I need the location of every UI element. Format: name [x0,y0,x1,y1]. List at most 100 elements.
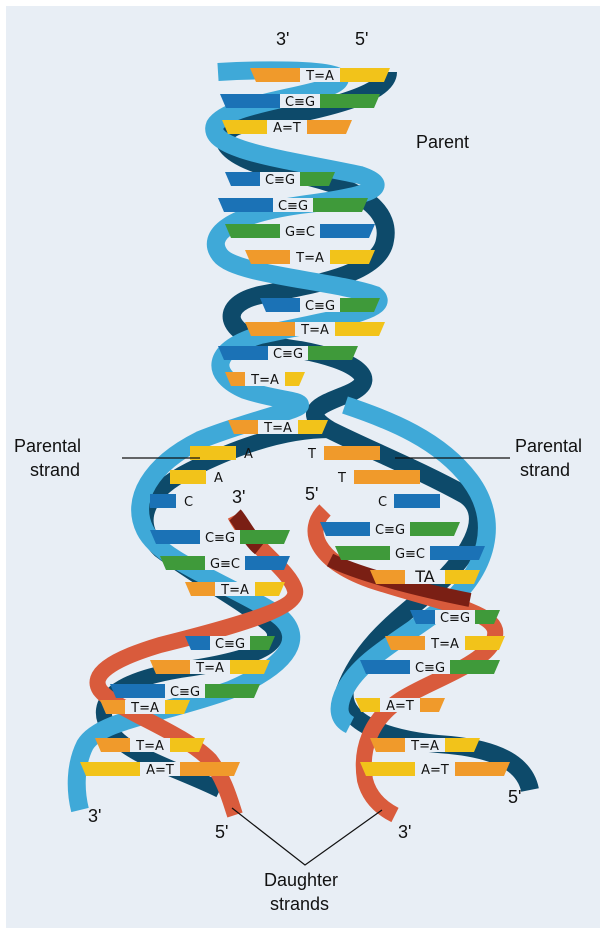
right-daughter-pair-7-label: T=A [410,739,439,754]
fork-left-base-0: A [190,446,253,462]
fork-unpaired-bases: AA C T T C [150,446,440,510]
right-daughter-pair-5-label: C≡G [415,661,445,676]
labels: 3' 5' Parent Parental strand Parental st… [14,29,582,914]
parent-pair-0-label: T=A [305,69,334,84]
right-daughter-pair-3-label: C≡G [440,611,470,626]
left-daughter-pair-0-label: C≡G [205,531,235,546]
fork-right-base-2: C [378,494,440,510]
parent-pair-5-label: G≡C [285,225,315,240]
left-daughter-pair-4-label: T=A [195,661,224,676]
parent-pair-4-label: C≡G [278,199,308,214]
right-daughter-pair-6-label: A=T [386,699,414,714]
left-daughter-pair-7-label: T=A [135,739,164,754]
bottom-right-5-label: 5' [508,787,521,807]
right-daughter-base-pairs: C≡G G≡C TA C≡G T=A C≡G A=T T=A A=T [320,522,510,778]
parent-pair-6-label: T=A [295,251,324,266]
parent-pair-10-label: T=A [250,373,279,388]
parental-strand-right-label-line2: strand [520,460,570,480]
top-left-end-label: 3' [276,29,289,49]
right-daughter-pair-8-label: A=T [421,763,449,778]
bottom-left-5-label: 5' [215,822,228,842]
right-daughter-pair-0-label: C≡G [375,523,405,538]
left-daughter-top-label: 3' [232,487,245,507]
bottom-left-3-label: 3' [88,806,101,826]
left-daughter-pair-0: C≡G [150,530,290,546]
fork-left-base-2-label: C [184,495,193,510]
parent-pair-2: A=T [222,120,352,136]
parent-pair-8: T=A [245,322,385,338]
right-daughter-pair-5: C≡G [360,660,500,676]
left-daughter-pair-8: A=T [80,762,240,778]
fork-left-base-0-base [190,446,236,460]
fork-right-base-2-base [394,494,440,508]
fork-right-base-2-label: C [378,495,387,510]
parent-pair-5: G≡C [225,224,375,240]
fork-left-base-1-label: A [214,471,223,486]
right-daughter-pair-4-label: T=A [430,637,459,652]
left-daughter-pair-3-label: C≡G [215,637,245,652]
fork-left-base-2: C [150,494,193,510]
right-daughter-pair-3: C≡G [410,610,500,626]
left-daughter-pair-5-label: C≡G [170,685,200,700]
parent-pair-1: C≡G [220,94,380,110]
left-daughter-pair-1-label: G≡C [210,557,240,572]
bottom-right-3-label: 3' [398,822,411,842]
parent-pair-0: T=A [250,68,390,84]
left-daughter-pair-5: C≡G [110,684,260,700]
parent-pair-4: C≡G [218,198,368,214]
parent-pair-2-label: A=T [273,121,301,136]
top-right-end-label: 5' [355,29,368,49]
right-daughter-pair-2-label: TA [414,567,435,586]
parent-pair-8-label: T=A [300,323,329,338]
right-daughter-pair-2: TA [370,567,480,586]
parent-pair-10: T=A [225,372,305,388]
parent-strand-front [67,61,388,813]
right-daughter-pair-1-label: G≡C [395,547,425,562]
parent-pair-3: C≡G [225,172,335,188]
left-daughter-pair-6-label: T=A [130,701,159,716]
left-daughter-base-pairs: C≡G G≡C T=A C≡G T=A C≡G T=A T=A A=T [80,530,290,778]
parent-pair-1-label: C≡G [285,95,315,110]
right-daughter-pair-4: T=A [385,636,505,652]
fork-right-base-1: T [337,470,420,486]
left-daughter-strand [89,511,303,818]
parent-label: Parent [416,132,469,152]
left-daughter-pair-8-label: A=T [146,763,174,778]
fork-right-base-1-label: T [337,471,346,486]
right-daughter-pair-6: A=T [355,698,445,714]
fork-right-base-1-base [354,470,420,484]
left-daughter-pair-1: G≡C [160,556,290,572]
fork-left-base-1: A [170,470,223,486]
parent-pair-7-label: C≡G [305,299,335,314]
right-daughter-top-label: 5' [305,484,318,504]
fork-left-base-1-base [170,470,206,484]
left-daughter-pair-6: T=A [100,700,190,716]
daughter-strands-label-line1: Daughter [264,870,338,890]
left-daughter-pair-2-label: T=A [220,583,249,598]
right-daughter-pair-0: C≡G [320,522,460,538]
parent-pair-11: T=A [228,420,328,436]
left-daughter-pair-2: T=A [185,582,285,598]
daughter-strands-label-line2: strands [270,894,329,914]
fork-right-base-0: T [307,446,380,462]
fork-right-base-0-base [324,446,380,460]
parent-pair-7: C≡G [260,298,380,314]
parent-base-pairs: T=A C≡G A=T C≡G C≡G G≡C T=A C≡G T=A C≡G T=A T=A [218,68,390,436]
parental-strand-left-label-line1: Parental [14,436,81,456]
left-daughter-pair-4: T=A [150,660,270,676]
fork-right-base-0-label: T [307,447,316,462]
parent-pair-9: C≡G [218,346,358,362]
right-daughter-pair-7: T=A [370,738,480,754]
left-daughter-pair-3: C≡G [185,636,275,652]
parent-pair-6: T=A [245,250,375,266]
right-daughter-pair-8: A=T [360,762,510,778]
parental-strand-left-label-line2: strand [30,460,80,480]
parental-strand-right-label-line1: Parental [515,436,582,456]
fork-left-base-2-base [150,494,176,508]
right-daughter-pair-1: G≡C [335,546,485,562]
left-daughter-pair-7: T=A [95,738,205,754]
daughter-strands-pointer [231,807,383,866]
parent-pair-3-label: C≡G [265,173,295,188]
parent-pair-11-label: T=A [263,421,292,436]
